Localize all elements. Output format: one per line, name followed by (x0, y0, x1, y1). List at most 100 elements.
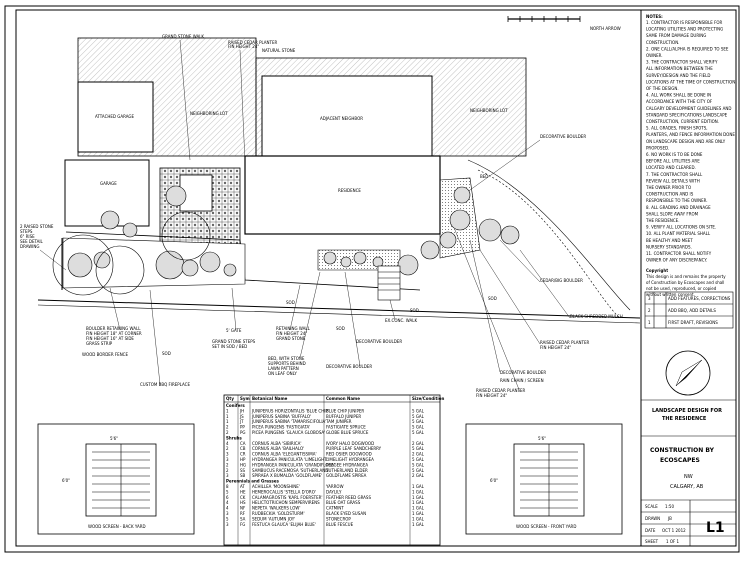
schedule-header: Botanical Name (252, 396, 288, 401)
label-adjacent-neighbor: ADJACENT NEIGHBOR (320, 116, 363, 121)
note-line: OWNER OF ANY DISCREPANCY. (646, 258, 707, 263)
note-line: 8. ALL GRADING AND DRAINAGE (646, 205, 711, 210)
schedule-cell: 5 GAL (412, 430, 425, 435)
note-line: CONSTRUCTION AND IS (646, 192, 694, 197)
revision-number: 3 (648, 296, 651, 301)
note-line: 1. CONTRACTOR IS RESPONSIBLE FOR (646, 20, 723, 25)
revision-description: FIRST DRAFT, REVISIONS (668, 320, 718, 325)
schedule-cell: CORNUS ALBA 'ELEGANTISSIMA' (252, 452, 317, 457)
schedule-cell: 5 GAL (412, 468, 425, 473)
svg-text:6" RISE: 6" RISE (20, 234, 35, 239)
company-name-line1: CONSTRUCTION BY (650, 447, 715, 454)
schedule-cell: HS (240, 500, 246, 505)
scale-field-value: 1:50 (665, 504, 674, 509)
note-line: SURVEY/DESIGN AND THE FIELD (646, 73, 710, 78)
drawn-field-value: JB (667, 516, 672, 521)
schedule-cell: CR (240, 452, 246, 457)
svg-text:DRAWING: DRAWING (20, 244, 39, 249)
schedule-cell: RF (240, 511, 246, 516)
note-line: RESPONSIBLE TO THE OWNER. (646, 198, 708, 203)
right-detail-caption: WOOD SCREEN - FRONT YARD (516, 524, 576, 529)
left-detail-height: 6'0" (62, 478, 70, 483)
svg-text:LAWN PATTERN: LAWN PATTERN (268, 366, 299, 371)
title-block-text: LANDSCAPE DESIGN FOR THE RESIDENCE CONST… (645, 408, 725, 544)
note-line: CALGARY DEVELOPMENT GUIDELINES AND (646, 106, 731, 111)
svg-text:ON LEAF ONLY: ON LEAF ONLY (268, 371, 297, 376)
schedule-cell: 5 GAL (412, 408, 425, 413)
schedule-cell: SS (240, 468, 246, 473)
svg-text:SET IN SOD / BED: SET IN SOD / BED (212, 344, 247, 349)
callout-raised-cedar-planter: RAISED CEDAR PLANTER (228, 40, 278, 45)
schedule-cell: RUDBECKIA 'GOLDSTURM' (252, 511, 305, 516)
project-subtitle: THE RESIDENCE (662, 416, 707, 422)
schedule-cell: PICEA PUNGENS 'GLAUCA GLOBOSA' (252, 430, 325, 435)
copyright-line: not be used, reproduced, or copied (646, 286, 717, 291)
callout-gate: 5' GATE (226, 328, 242, 333)
title-block-frame (640, 9, 737, 547)
schedule-cell: 5 GAL (412, 425, 425, 430)
svg-text:SUPPORTS BEHIND: SUPPORTS BEHIND (268, 361, 306, 366)
schedule-cell: 3 (226, 473, 229, 478)
north-arrow-icon (665, 350, 711, 396)
schedule-cell: BLUE FESCUE (326, 522, 354, 527)
schedule-cell: 5 GAL (412, 462, 425, 467)
note-line: ON LANDSCAPE DESIGN AND ARE ONLY (646, 139, 726, 144)
schedule-cell: 2 (226, 425, 229, 430)
label-sod-5: SOD (410, 308, 419, 313)
schedule-cell: 1 GAL (412, 489, 425, 494)
callout-cedar-big-boulder: CEDAR/BIG BOULDER (540, 278, 583, 283)
note-line: STANDARD SPECIFICATIONS LANDSCAPE (646, 112, 728, 117)
schedule-group-title: Perennials and Grasses (226, 479, 279, 484)
schedule-cell: JH (239, 408, 244, 413)
schedule-cell: BUFFALO JUNIPER (326, 414, 361, 419)
schedule-cell: RED OSIER DOGWOOD (326, 452, 372, 457)
sheet-border (4, 5, 740, 553)
callout-natural-stone: NATURAL STONE (262, 48, 296, 53)
front-property-arc (477, 169, 621, 319)
date-field-value: OCT 1 2012 (662, 528, 686, 533)
note-line: ALL INFORMATION BETWEEN THE (646, 66, 713, 71)
schedule-cell: BLUE CHIP JUNIPER (326, 408, 364, 413)
schedule-cell: HYDRANGEA PANICULATA 'LIMELIGHT' (252, 457, 328, 462)
label-bed: BED (480, 174, 488, 179)
callout-raised-cedar-planter-2: RAISED CEDAR PLANTER (540, 340, 590, 345)
note-line: 2. ONE CALL/ALPHA IS REQUIRED TO SEE (646, 46, 729, 51)
project-title: LANDSCAPE DESIGN FOR (652, 408, 722, 414)
note-line: 9. VERIFY ALL LOCATIONS ON SITE. (646, 225, 716, 230)
schedule-cell: HP (240, 457, 246, 462)
scale-label: NORTH ARROW (590, 26, 621, 31)
note-line: 10. ALL PLANT MATERIAL SHALL (646, 231, 711, 236)
callout-custom-fireplace: CUSTOM BBQ FIREPLACE (140, 382, 190, 387)
schedule-cell: HELICTOTRICHON SEMPERVIRENS (252, 500, 320, 505)
schedule-cell: FEATHER REED GRASS (326, 495, 371, 500)
label-residence: RESIDENCE (338, 188, 361, 193)
schedule-cell: 4 (226, 500, 229, 505)
label-sod-2: SOD (286, 300, 295, 305)
sheet-field-label: SHEET (645, 539, 659, 544)
schedule-cell: CA (240, 441, 246, 446)
callout-rain-chain: RAIN CHAIN / SCREEN (500, 378, 544, 383)
schedule-cell: 2 (226, 446, 229, 451)
svg-text:GRASS STRIP: GRASS STRIP (86, 341, 113, 346)
schedule-cell: 3 (226, 457, 229, 462)
front-lot-line (467, 159, 631, 311)
schedule-cell: JS (239, 414, 244, 419)
schedule-cell: 1 GAL (412, 522, 425, 527)
plant-symbols (67, 185, 520, 280)
schedule-cell: HG (240, 462, 246, 467)
schedule-cell: PG (240, 430, 246, 435)
left-detail-caption: WOOD SCREEN - BACK YARD (88, 524, 146, 529)
note-line: REVIEW ALL DETAILS WITH (646, 178, 700, 183)
schedule-header: Size/Condition (412, 396, 445, 401)
schedule-cell: JUNIPERUS SABINA 'TAMARISCIFOLIA' (251, 419, 326, 424)
schedule-group-title: Conifers (226, 403, 245, 408)
schedule-cell: 5 GAL (412, 457, 425, 462)
schedule-cell: 2 (226, 430, 229, 435)
schedule-cell: PURPLE LEAF SANDCHERRY (326, 446, 382, 451)
schedule-cell: 1 (226, 408, 229, 413)
schedule-cell: NF (240, 506, 246, 511)
